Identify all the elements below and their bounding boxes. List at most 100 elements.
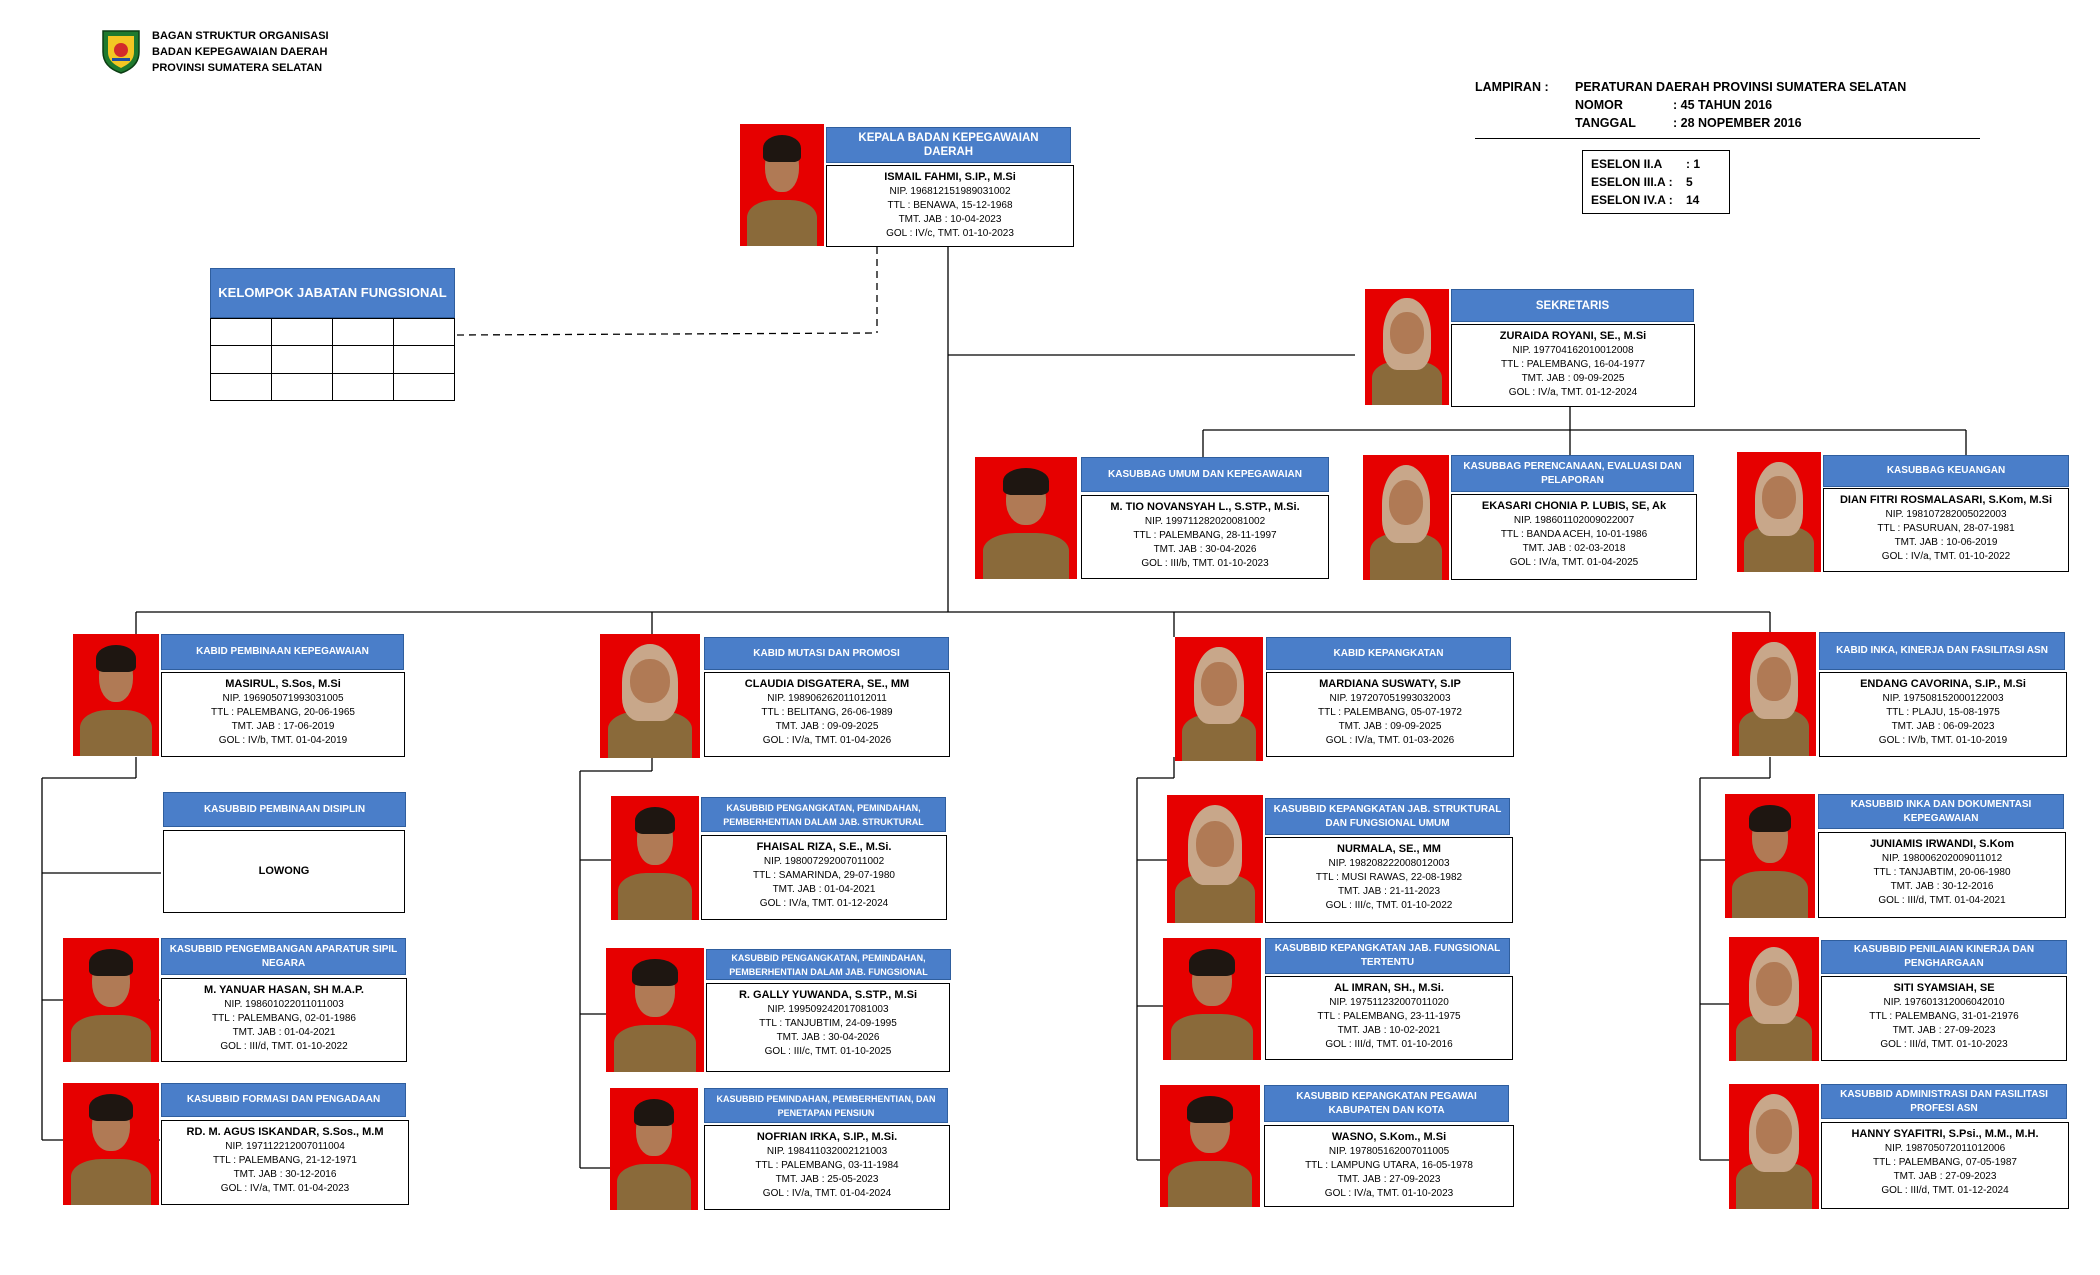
position-ttl: TTL : BELITANG, 26-06-1989	[761, 707, 893, 718]
position-ttl: TTL : PASURUAN, 28-07-1981	[1877, 523, 2015, 534]
info-kasubbag-keuangan: DIAN FITRI ROSMALASARI, S.Kom, M.Si NIP.…	[1823, 488, 2069, 572]
position-ttl: TTL : PLAJU, 15-08-1975	[1886, 707, 2000, 718]
position-ttl: TTL : PALEMBANG, 28-11-1997	[1133, 530, 1277, 541]
info-kepala: ISMAIL FAHMI, S.IP., M.Si NIP. 196812151…	[826, 165, 1074, 247]
info-ksb-pengangkatan-fungsional: R. GALLY YUWANDA, S.STP., M.Si NIP. 1995…	[706, 983, 950, 1072]
title-ksb-kepangkatan-tertentu: KASUBBID KEPANGKATAN JAB. FUNGSIONAL TER…	[1265, 938, 1510, 974]
info-ksb-pengangkatan-struktural: FHAISAL RIZA, S.E., M.Si. NIP. 198007292…	[701, 835, 947, 920]
person-silhouette	[1729, 1084, 1819, 1209]
photo-kabid-kepangkatan	[1175, 637, 1263, 761]
position-tmt: TMT. JAB : 17-06-2019	[231, 721, 335, 732]
title-kabid-mutasi: KABID MUTASI DAN PROMOSI	[704, 637, 949, 670]
info-ksb-kepangkatan-umum: NURMALA, SE., MM NIP. 198208222008012003…	[1265, 837, 1513, 923]
eselon-value: 5	[1686, 175, 1693, 189]
position-nip: NIP. 197704162010012008	[1512, 345, 1634, 356]
position-gol: GOL : III/c, TMT. 01-10-2025	[764, 1046, 892, 1057]
eselon-box: ESELON II.A: 1 ESELON III.A :5 ESELON IV…	[1582, 150, 1730, 214]
position-tmt: TMT. JAB : 30-04-2026	[1153, 544, 1257, 555]
position-name: EKASARI CHONIA P. LUBIS, SE, Ak	[1481, 500, 1667, 512]
position-gol: GOL : IV/a, TMT. 01-12-2024	[759, 898, 889, 909]
position-name: MARDIANA SUSWATY, S.IP	[1319, 678, 1461, 690]
position-nip: NIP. 198007292007011002	[763, 856, 885, 867]
position-nip: NIP. 197601312006042010	[1883, 997, 2005, 1008]
person-silhouette	[1167, 795, 1263, 923]
photo-ksb-kepangkatan-tertentu	[1163, 938, 1261, 1060]
fungsional-title: KELOMPOK JABATAN FUNGSIONAL	[210, 268, 455, 318]
info-ksb-disiplin: LOWONG	[163, 830, 405, 913]
eselon-label: ESELON III.A :	[1591, 175, 1673, 189]
photo-ksb-inka	[1725, 794, 1815, 918]
person-silhouette	[1160, 1085, 1260, 1207]
position-tmt: TMT. JAB : 10-04-2023	[898, 214, 1002, 225]
position-tmt: TMT. JAB : 09-09-2025	[1521, 373, 1625, 384]
title-ksb-administrasi: KASUBBID ADMINISTRASI DAN FASILITASI PRO…	[1821, 1084, 2067, 1119]
position-name: NURMALA, SE., MM	[1337, 843, 1441, 855]
position-tmt: TMT. JAB : 30-04-2026	[776, 1032, 880, 1043]
info-ksb-kepangkatan-tertentu: AL IMRAN, SH., M.Si. NIP. 19751123200701…	[1265, 976, 1513, 1060]
title-kepala: KEPALA BADAN KEPEGAWAIAN DAERAH	[826, 127, 1071, 163]
fungsional-grid	[210, 317, 455, 402]
position-tmt: TMT. JAB : 06-09-2023	[1891, 721, 1995, 732]
person-silhouette	[611, 796, 699, 920]
lampiran-label: LAMPIRAN :	[1475, 80, 1549, 94]
position-gol: GOL : IV/a, TMT. 01-04-2023	[220, 1183, 350, 1194]
title-ksb-kepangkatan-umum: KASUBBID KEPANGKATAN JAB. STRUKTURAL DAN…	[1265, 798, 1510, 835]
photo-ksb-kepangkatan-kabkota	[1160, 1085, 1260, 1207]
person-silhouette	[740, 124, 824, 246]
position-ttl: TTL : BENAWA, 15-12-1968	[887, 200, 1013, 211]
title-ksb-pengangkatan-struktural: KASUBBID PENGANGKATAN, PEMINDAHAN, PEMBE…	[701, 797, 946, 832]
title-kabid-pembinaan: KABID PEMBINAAN KEPEGAWAIAN	[161, 634, 404, 670]
position-gol: GOL : IV/a, TMT. 01-12-2024	[1508, 387, 1638, 398]
position-ttl: TTL : PALEMBANG, 03-11-1984	[755, 1160, 899, 1171]
photo-kasubbag-keuangan	[1737, 452, 1821, 572]
info-ksb-formasi: RD. M. AGUS ISKANDAR, S.Sos., M.M NIP. 1…	[161, 1120, 409, 1205]
header: BAGAN STRUKTUR ORGANISASI BADAN KEPEGAWA…	[100, 28, 329, 76]
photo-ksb-kepangkatan-umum	[1167, 795, 1263, 923]
photo-ksb-formasi	[63, 1083, 159, 1205]
vacant-label: LOWONG	[258, 865, 310, 877]
photo-kepala	[740, 124, 824, 246]
position-name: ENDANG CAVORINA, S.IP., M.Si	[1860, 678, 2026, 690]
person-silhouette	[63, 1083, 159, 1205]
position-tmt: TMT. JAB : 30-12-2016	[1890, 881, 1994, 892]
provincial-emblem-icon	[102, 30, 140, 74]
position-tmt: TMT. JAB : 10-02-2021	[1337, 1025, 1441, 1036]
photo-ksb-pengangkatan-fungsional	[606, 948, 704, 1072]
eselon-label: ESELON II.A	[1591, 157, 1663, 171]
photo-kabid-inka	[1732, 632, 1816, 756]
title-kasubbag-perencanaan: KASUBBAG PERENCANAAN, EVALUASI DAN PELAP…	[1451, 455, 1694, 492]
position-ttl: TTL : PALEMBANG, 31-01-21976	[1869, 1011, 2019, 1022]
photo-kasubbag-perencanaan	[1363, 455, 1449, 580]
position-name: ZURAIDA ROYANI, SE., M.Si	[1499, 330, 1647, 342]
photo-kabid-pembinaan	[73, 634, 159, 756]
position-gol: GOL : III/b, TMT. 01-10-2023	[1141, 558, 1269, 569]
position-ttl: TTL : PALEMBANG, 02-01-1986	[212, 1013, 356, 1024]
position-gol: GOL : III/c, TMT. 01-10-2022	[1325, 900, 1453, 911]
position-nip: NIP. 199711282020081002	[1144, 516, 1266, 527]
position-tmt: TMT. JAB : 10-06-2019	[1894, 537, 1998, 548]
title-ksb-pengangkatan-fungsional: KASUBBID PENGANGKATAN, PEMINDAHAN, PEMBE…	[706, 949, 951, 980]
position-name: MASIRUL, S.Sos, M.Si	[225, 678, 341, 690]
position-name: WASNO, S.Kom., M.Si	[1331, 1131, 1447, 1143]
position-nip: NIP. 197112212007011004	[225, 1141, 345, 1152]
person-silhouette	[1725, 794, 1815, 918]
position-nip: NIP. 197207051993032003	[1329, 693, 1451, 704]
info-kabid-pembinaan: MASIRUL, S.Sos, M.Si NIP. 19690507199303…	[161, 672, 405, 757]
position-tmt: TMT. JAB : 09-09-2025	[775, 721, 879, 732]
position-tmt: TMT. JAB : 27-09-2023	[1893, 1171, 1997, 1182]
title-ksb-disiplin: KASUBBID PEMBINAAN DISIPLIN	[163, 792, 406, 827]
position-ttl: TTL : TANJUBTIM, 24-09-1995	[759, 1018, 897, 1029]
position-name: AL IMRAN, SH., M.Si.	[1334, 982, 1444, 994]
header-line-3: PROVINSI SUMATERA SELATAN	[152, 62, 323, 74]
position-name: DIAN FITRI ROSMALASARI, S.Kom, M.Si	[1839, 494, 2053, 506]
info-ksb-administrasi: HANNY SYAFITRI, S.Psi., M.M., M.H. NIP. …	[1821, 1122, 2069, 1209]
position-ttl: TTL : PALEMBANG, 05-07-1972	[1318, 707, 1462, 718]
person-silhouette	[1163, 938, 1261, 1060]
position-gol: GOL : IV/a, TMT. 01-03-2026	[1325, 735, 1455, 746]
title-ksb-pengembangan: KASUBBID PENGEMBANGAN APARATUR SIPIL NEG…	[161, 938, 406, 975]
title-kasubbag-umum: KASUBBAG UMUM DAN KEPEGAWAIAN	[1081, 457, 1329, 492]
position-ttl: TTL : PALEMBANG, 20-06-1965	[211, 707, 355, 718]
info-kasubbag-umum: M. TIO NOVANSYAH L., S.STP., M.Si. NIP. …	[1081, 495, 1329, 579]
position-gol: GOL : IV/b, TMT. 01-04-2019	[218, 735, 348, 746]
photo-ksb-kinerja	[1729, 937, 1819, 1061]
